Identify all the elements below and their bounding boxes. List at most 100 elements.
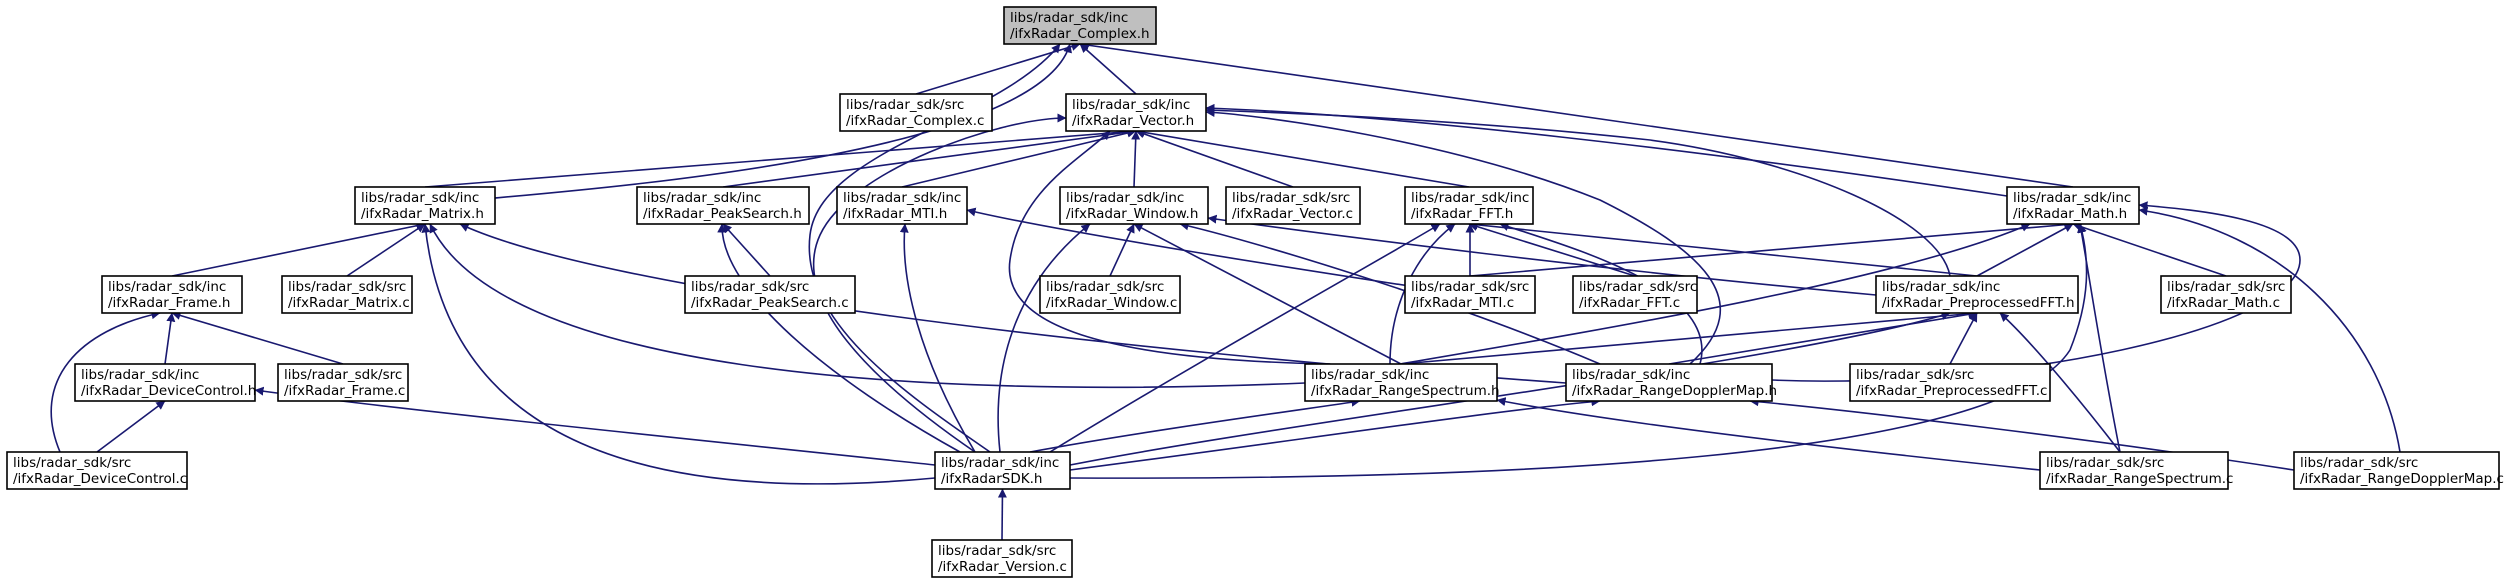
edge-preprocessedfft_c-to-preprocessedfft_h [1949, 312, 1978, 365]
edge-preprocessedfft_h-to-vector_h [1205, 105, 1951, 277]
edge-window_c-to-window_h [1109, 223, 1135, 277]
node-frame_h[interactable]: libs/radar_sdk/inc/ifxRadar_Frame.h [101, 275, 243, 314]
edge-math_h-to-complex_h [1079, 40, 2074, 188]
node-math_h[interactable]: libs/radar_sdk/inc/ifxRadar_Math.h [2006, 186, 2140, 225]
node-path-line: libs/radar_sdk/src [1046, 279, 1164, 295]
node-frame_c[interactable]: libs/radar_sdk/src/ifxRadar_Frame.c [277, 363, 409, 402]
edge-matrix_h-to-vector_h [424, 127, 1137, 188]
node-devicecontrol_h[interactable]: libs/radar_sdk/inc/ifxRadar_DeviceContro… [74, 363, 256, 402]
edge-rangedopplermap_h-to-window_h [1179, 221, 1601, 365]
node-devicecontrol_c[interactable]: libs/radar_sdk/src/ifxRadar_DeviceContro… [6, 451, 188, 490]
node-file-line: /ifxRadar_Vector.h [1072, 113, 1194, 129]
node-path-line: libs/radar_sdk/inc [1572, 367, 1690, 383]
node-path-line: libs/radar_sdk/src [1411, 279, 1529, 295]
node-file-line: /ifxRadar_Window.h [1066, 206, 1198, 222]
node-box [101, 275, 243, 314]
node-file-line: /ifxRadar_Frame.c [284, 383, 405, 399]
node-box [74, 363, 256, 402]
node-preprocessedfft_h[interactable]: libs/radar_sdk/inc/ifxRadar_Preprocessed… [1875, 275, 2079, 314]
node-peaksearch_c[interactable]: libs/radar_sdk/src/ifxRadar_PeakSearch.c [684, 275, 856, 314]
edge-radarsdk_h-to-peaksearch_h [717, 223, 961, 453]
edge-radarsdk_h-to-window_h [997, 223, 1091, 453]
node-complex_h[interactable]: libs/radar_sdk/inc/ifxRadar_Complex.h [1003, 6, 1157, 45]
edge-math_h-to-vector_h [1205, 103, 2008, 197]
node-file-line: /ifxRadar_Complex.c [846, 113, 984, 129]
node-path-line: libs/radar_sdk/inc [1882, 279, 2000, 295]
edge-mti_c-to-math_h [1469, 220, 2074, 277]
node-path-line: libs/radar_sdk/src [2300, 455, 2418, 471]
node-file-line: /ifxRadar_Window.c [1046, 295, 1177, 311]
node-box [1003, 6, 1157, 45]
node-box [1875, 275, 2079, 314]
edge-radarsdk_h-to-vector_h [812, 113, 1067, 453]
node-version_c[interactable]: libs/radar_sdk/src/ifxRadar_Version.c [931, 539, 1073, 578]
node-complex_c[interactable]: libs/radar_sdk/src/ifxRadar_Complex.c [839, 93, 993, 132]
edge-rangespectrum_h-to-math_h [1399, 223, 2031, 365]
node-path-line: libs/radar_sdk/src [1856, 367, 1974, 383]
edge-fft_h-to-vector_h [1135, 127, 1470, 188]
node-box [1304, 363, 1498, 402]
node-box [1225, 186, 1361, 225]
node-path-line: libs/radar_sdk/src [2046, 455, 2164, 471]
node-path-line: libs/radar_sdk/src [1579, 279, 1697, 295]
edge-rangespectrum_c-to-preprocessedfft_h [1999, 312, 2121, 453]
node-path-line: libs/radar_sdk/src [13, 455, 131, 471]
edge-devicecontrol_c-to-devicecontrol_h [96, 400, 166, 453]
edge-rangespectrum_h-to-preprocessedfft_h [1400, 309, 1978, 365]
node-box [1404, 275, 1536, 314]
node-file-line: /ifxRadar_MTI.c [1411, 295, 1514, 311]
node-path-line: libs/radar_sdk/inc [81, 367, 199, 383]
node-rangespectrum_c[interactable]: libs/radar_sdk/src/ifxRadar_RangeSpectru… [2039, 451, 2233, 490]
edge-radarsdk_h-to-rangespectrum_h [1029, 397, 1361, 453]
node-rangedopplermap_h[interactable]: libs/radar_sdk/inc/ifxRadar_RangeDoppler… [1565, 363, 1777, 402]
node-path-line: libs/radar_sdk/inc [643, 190, 761, 206]
node-preprocessedfft_c[interactable]: libs/radar_sdk/src/ifxRadar_Preprocessed… [1849, 363, 2051, 402]
node-fft_c[interactable]: libs/radar_sdk/src/ifxRadar_FFT.c [1572, 275, 1698, 314]
node-matrix_c[interactable]: libs/radar_sdk/src/ifxRadar_Matrix.c [281, 275, 413, 314]
edges-layer [50, 40, 2401, 541]
edge-preprocessedfft_h-to-fft_h [1468, 220, 1978, 277]
node-box [1039, 275, 1181, 314]
edge-window_h-to-vector_h [1131, 130, 1141, 188]
node-mti_c[interactable]: libs/radar_sdk/src/ifxRadar_MTI.c [1404, 275, 1536, 314]
node-vector_h[interactable]: libs/radar_sdk/inc/ifxRadar_Vector.h [1065, 93, 1207, 132]
edge-radarsdk_h-to-fft_h [1049, 223, 1441, 453]
node-box [1404, 186, 1534, 225]
node-path-line: libs/radar_sdk/inc [361, 190, 479, 206]
edge-radarsdk_h-to-preprocessedfft_h [1069, 311, 1951, 466]
edge-rangedopplermap_h-to-vector_h [1205, 107, 1722, 365]
node-path-line: libs/radar_sdk/inc [1066, 190, 1184, 206]
node-file-line: /ifxRadarSDK.h [941, 471, 1042, 487]
node-fft_h[interactable]: libs/radar_sdk/inc/ifxRadar_FFT.h [1404, 186, 1534, 225]
node-window_c[interactable]: libs/radar_sdk/src/ifxRadar_Window.c [1039, 275, 1181, 314]
node-box [354, 186, 496, 225]
node-path-line: libs/radar_sdk/inc [1311, 367, 1429, 383]
node-peaksearch_h[interactable]: libs/radar_sdk/inc/ifxRadar_PeakSearch.h [636, 186, 810, 225]
node-radarsdk_h[interactable]: libs/radar_sdk/inc/ifxRadarSDK.h [934, 451, 1071, 490]
edge-mti_h-to-vector_h [901, 128, 1137, 188]
node-file-line: /ifxRadar_MTI.h [843, 206, 947, 222]
node-file-line: /ifxRadar_Matrix.c [288, 295, 410, 311]
edge-frame_c-to-frame_h [171, 311, 344, 365]
edge-radarsdk_h-to-mti_h [899, 223, 976, 453]
node-mti_h[interactable]: libs/radar_sdk/inc/ifxRadar_MTI.h [836, 186, 968, 225]
node-path-line: libs/radar_sdk/src [938, 543, 1056, 559]
node-file-line: /ifxRadar_RangeDopplerMap.c [2300, 471, 2504, 487]
node-file-line: /ifxRadar_Version.c [938, 559, 1067, 575]
node-matrix_h[interactable]: libs/radar_sdk/inc/ifxRadar_Matrix.h [354, 186, 496, 225]
node-math_c[interactable]: libs/radar_sdk/src/ifxRadar_Math.c [2160, 275, 2292, 314]
edge-matrix_c-to-matrix_h [346, 223, 426, 277]
node-file-line: /ifxRadar_Math.h [2013, 206, 2127, 222]
node-file-line: /ifxRadar_Vector.c [1232, 206, 1353, 222]
edge-radarsdk_h-to-math_h [1069, 223, 2088, 479]
edge-devicecontrol_c-to-frame_h [50, 310, 161, 453]
edge-fft_c-to-fft_h [1468, 222, 1636, 277]
node-vector_c[interactable]: libs/radar_sdk/src/ifxRadar_Vector.c [1225, 186, 1361, 225]
node-window_h[interactable]: libs/radar_sdk/inc/ifxRadar_Window.h [1059, 186, 1209, 225]
node-rangespectrum_h[interactable]: libs/radar_sdk/inc/ifxRadar_RangeSpectru… [1304, 363, 1500, 402]
node-box [1565, 363, 1773, 402]
node-rangedopplermap_c[interactable]: libs/radar_sdk/src/ifxRadar_RangeDoppler… [2293, 451, 2504, 490]
edge-radarsdk_h-to-matrix_h [421, 223, 936, 485]
node-box [6, 451, 188, 490]
